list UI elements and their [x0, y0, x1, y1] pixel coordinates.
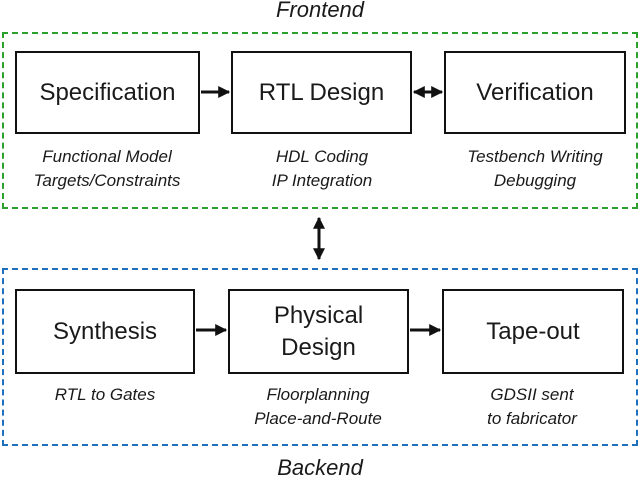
stage-physical-design: Physical Design: [228, 289, 409, 374]
caption-tape-out: GDSII sent to fabricator: [487, 385, 577, 428]
caption-verification: Testbench Writing Debugging: [467, 147, 603, 190]
backend-title: Backend: [277, 455, 363, 480]
frontend-group: [2, 32, 638, 209]
caption-physical-design: Floorplanning Place-and-Route: [254, 385, 382, 428]
stage-specification: Specification: [15, 51, 200, 134]
stage-rtl-design: RTL Design: [231, 51, 412, 134]
stage-tape-out: Tape-out: [442, 289, 624, 374]
caption-specification: Functional Model Targets/Constraints: [33, 147, 181, 190]
backend-group: [2, 268, 638, 446]
stage-synthesis: Synthesis: [15, 289, 195, 374]
caption-rtl-design: HDL Coding IP Integration: [271, 147, 373, 190]
stage-verification: Verification: [444, 51, 626, 134]
frontend-title: Frontend: [275, 0, 365, 22]
caption-synthesis: RTL to Gates: [54, 385, 156, 404]
